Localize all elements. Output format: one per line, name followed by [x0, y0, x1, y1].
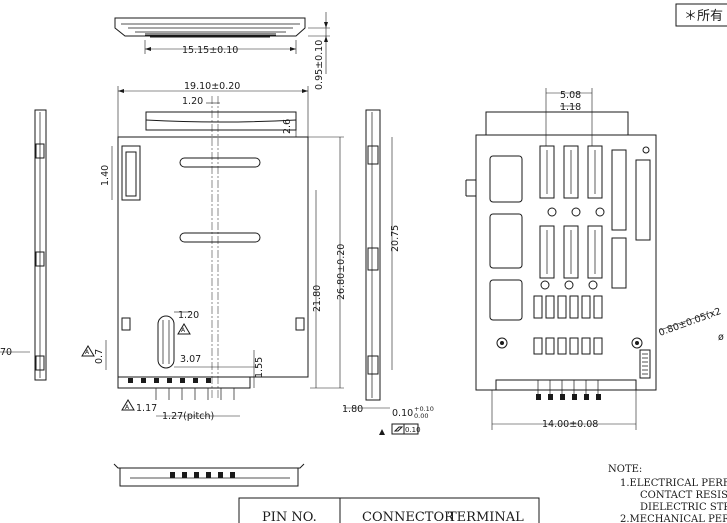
- front-view: [117, 96, 309, 400]
- table-col-pin: PIN NO.: [262, 510, 317, 523]
- dim-top-width: 15.15±0.10: [182, 45, 238, 56]
- dim-phi: ø: [718, 332, 724, 343]
- notes-line-4: 2.MECHANICAL PERF: [620, 514, 727, 523]
- dim-offset-120-top: 1.20: [182, 96, 203, 107]
- right-side-view: 26.80±0.20 21.80 20.75 1.80 0.10 +0.10 0…: [296, 109, 434, 435]
- flag-a-3: A: [125, 404, 130, 411]
- notes-line-2: CONTACT RESIST: [640, 490, 727, 501]
- dim-overall-width: 19.10±0.20: [184, 81, 240, 92]
- dim-height-2180: 21.80: [312, 285, 323, 312]
- dim-117: 1.17: [136, 403, 157, 414]
- dim-07: 0.7: [94, 349, 105, 364]
- dim-pitch: 1.27(pitch): [162, 411, 214, 422]
- footprint-dimensions: 5.08 1.18 14.00±0.08 0.80±0.05(x2 ø: [491, 88, 724, 430]
- dim-slot-120: 1.20: [178, 310, 199, 321]
- lower-contacts: [539, 225, 603, 290]
- dim-hole: 0.80±0.05(x2: [657, 306, 722, 339]
- dim-tol-zero: 0.00: [414, 412, 428, 420]
- dim-top-height: 0.95±0.10: [314, 40, 325, 90]
- dim-left-70: 70: [0, 347, 12, 358]
- dim-tol-010: 0.10: [392, 408, 413, 419]
- header-note-box: ＊所有: [675, 3, 727, 27]
- top-view: 15.15±0.10 0.95±0.10: [114, 12, 330, 90]
- pin-table: PIN NO. CONNECTOR TERMINAL: [238, 497, 540, 523]
- flatness-box: 0.10: [405, 426, 421, 434]
- dim-pin-118: 1.18: [560, 102, 581, 113]
- upper-contacts: [539, 145, 605, 217]
- dim-side-140: 1.40: [100, 165, 111, 186]
- left-side-profile: [34, 109, 47, 381]
- footprint-view: [465, 111, 657, 400]
- header-note: ＊所有: [684, 9, 723, 24]
- dim-bottom-180: 1.80: [342, 404, 363, 415]
- pad-row-2: [533, 337, 603, 355]
- dim-height-2680: 26.80±0.20: [336, 244, 347, 300]
- dim-pin-508: 5.08: [560, 90, 581, 101]
- bottom-view: [113, 463, 305, 487]
- notes-line-3: DIELECTRIC STRI: [640, 502, 727, 513]
- notes-block: NOTE: 1.ELECTRICAL PERFO CONTACT RESIST …: [608, 464, 727, 523]
- flag-a-2: A: [85, 349, 90, 356]
- pad-row-1: [533, 295, 603, 319]
- dim-offset-26: 2.6: [282, 119, 293, 134]
- table-col-terminal: TERMINAL: [448, 510, 524, 523]
- dim-tol-plus: +0.10: [414, 405, 434, 413]
- dim-right-2075: 20.75: [390, 225, 401, 252]
- front-view-dimensions: 2.6 1.40 1.20 A 3.07 1.55 A 0.7 70 A 1.1…: [0, 112, 297, 422]
- flag-a-1: A: [181, 327, 186, 334]
- notes-heading: NOTE:: [608, 464, 642, 475]
- dim-155: 1.55: [254, 357, 265, 378]
- notes-line-1: 1.ELECTRICAL PERFO: [620, 478, 727, 489]
- table-col-connector: CONNECTOR: [362, 510, 455, 523]
- overall-width-dimension: 19.10±0.20 1.20: [117, 81, 309, 137]
- dim-bottom-1400: 14.00±0.08: [542, 419, 598, 430]
- dim-307: 3.07: [180, 354, 201, 365]
